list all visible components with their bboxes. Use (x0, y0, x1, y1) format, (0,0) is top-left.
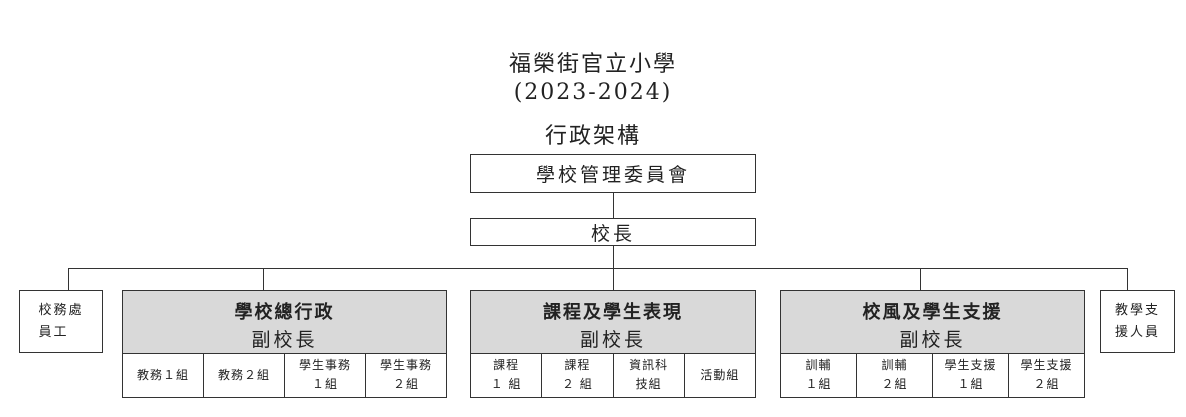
connector-principal-bus (613, 246, 614, 268)
principal-box: 校長 (470, 218, 756, 246)
unit-student-support-2: 學生支援 ２組 (1008, 353, 1084, 397)
division-head: 副校長 (251, 329, 318, 351)
connector-drop-division-1 (263, 268, 264, 290)
school-name: 福榮街官立小學 (508, 52, 677, 77)
division-header: 校風及學生支援 副校長 (781, 291, 1084, 354)
unit-curriculum-2: 課程 ２ 組 (541, 353, 612, 397)
management-committee-box: 學校管理委員會 (470, 154, 756, 193)
connector-drop-division-2 (613, 268, 614, 290)
unit-it: 資訊科 技組 (612, 353, 684, 397)
division-general-admin: 學校總行政 副校長 教務１組 教務２組 學生事務 １組 學生事務 ２組 (122, 290, 447, 398)
unit-activities: 活動組 (683, 353, 755, 397)
unit-student-affairs-1: 學生事務 １組 (284, 353, 365, 397)
teaching-support-box: 教學支 援人員 (1100, 290, 1175, 353)
division-student-support: 校風及學生支援 副校長 訓輔 １組 訓輔 ２組 學生支援 １組 學生支援 ２組 (780, 290, 1085, 398)
division-units: 課程 １ 組 課程 ２ 組 資訊科 技組 活動組 (471, 353, 755, 397)
unit-curriculum-1: 課程 １ 組 (490, 358, 522, 391)
unit-student-support-1: 學生支援 １組 (932, 353, 1008, 397)
unit-guidance-1: 訓輔 １組 (805, 358, 832, 391)
division-name: 課程及學生表現 (543, 302, 683, 323)
connector-drop-left (68, 268, 69, 290)
unit-guidance-2: 訓輔 ２組 (856, 353, 932, 397)
chart-title: 行政架構 (544, 124, 641, 149)
unit-academic-2: 教務２組 (203, 353, 284, 397)
division-name: 校風及學生支援 (862, 302, 1003, 323)
teaching-support-label: 教學支 援人員 (1114, 302, 1160, 340)
office-staff-box: 校務處 員工 (19, 290, 103, 353)
division-header: 課程及學生表現 副校長 (471, 291, 755, 354)
division-units: 教務１組 教務２組 學生事務 １組 學生事務 ２組 (123, 353, 446, 397)
school-year: (2023-2024) (513, 80, 673, 105)
connector-committee-principal (613, 193, 614, 218)
connector-bus (68, 268, 1128, 269)
office-staff-label: 校務處 員工 (38, 302, 84, 340)
connector-drop-right (1127, 268, 1128, 290)
division-name: 學校總行政 (234, 302, 335, 323)
connector-drop-division-3 (920, 268, 921, 290)
division-units: 訓輔 １組 訓輔 ２組 學生支援 １組 學生支援 ２組 (781, 353, 1084, 397)
unit-academic-1: 教務１組 (136, 367, 189, 382)
unit-student-affairs-2: 學生事務 ２組 (365, 353, 446, 397)
division-curriculum: 課程及學生表現 副校長 課程 １ 組 課程 ２ 組 資訊科 技組 活動組 (470, 290, 756, 398)
division-head: 副校長 (899, 329, 966, 351)
division-head: 副校長 (579, 329, 646, 351)
division-header: 學校總行政 副校長 (123, 291, 446, 354)
